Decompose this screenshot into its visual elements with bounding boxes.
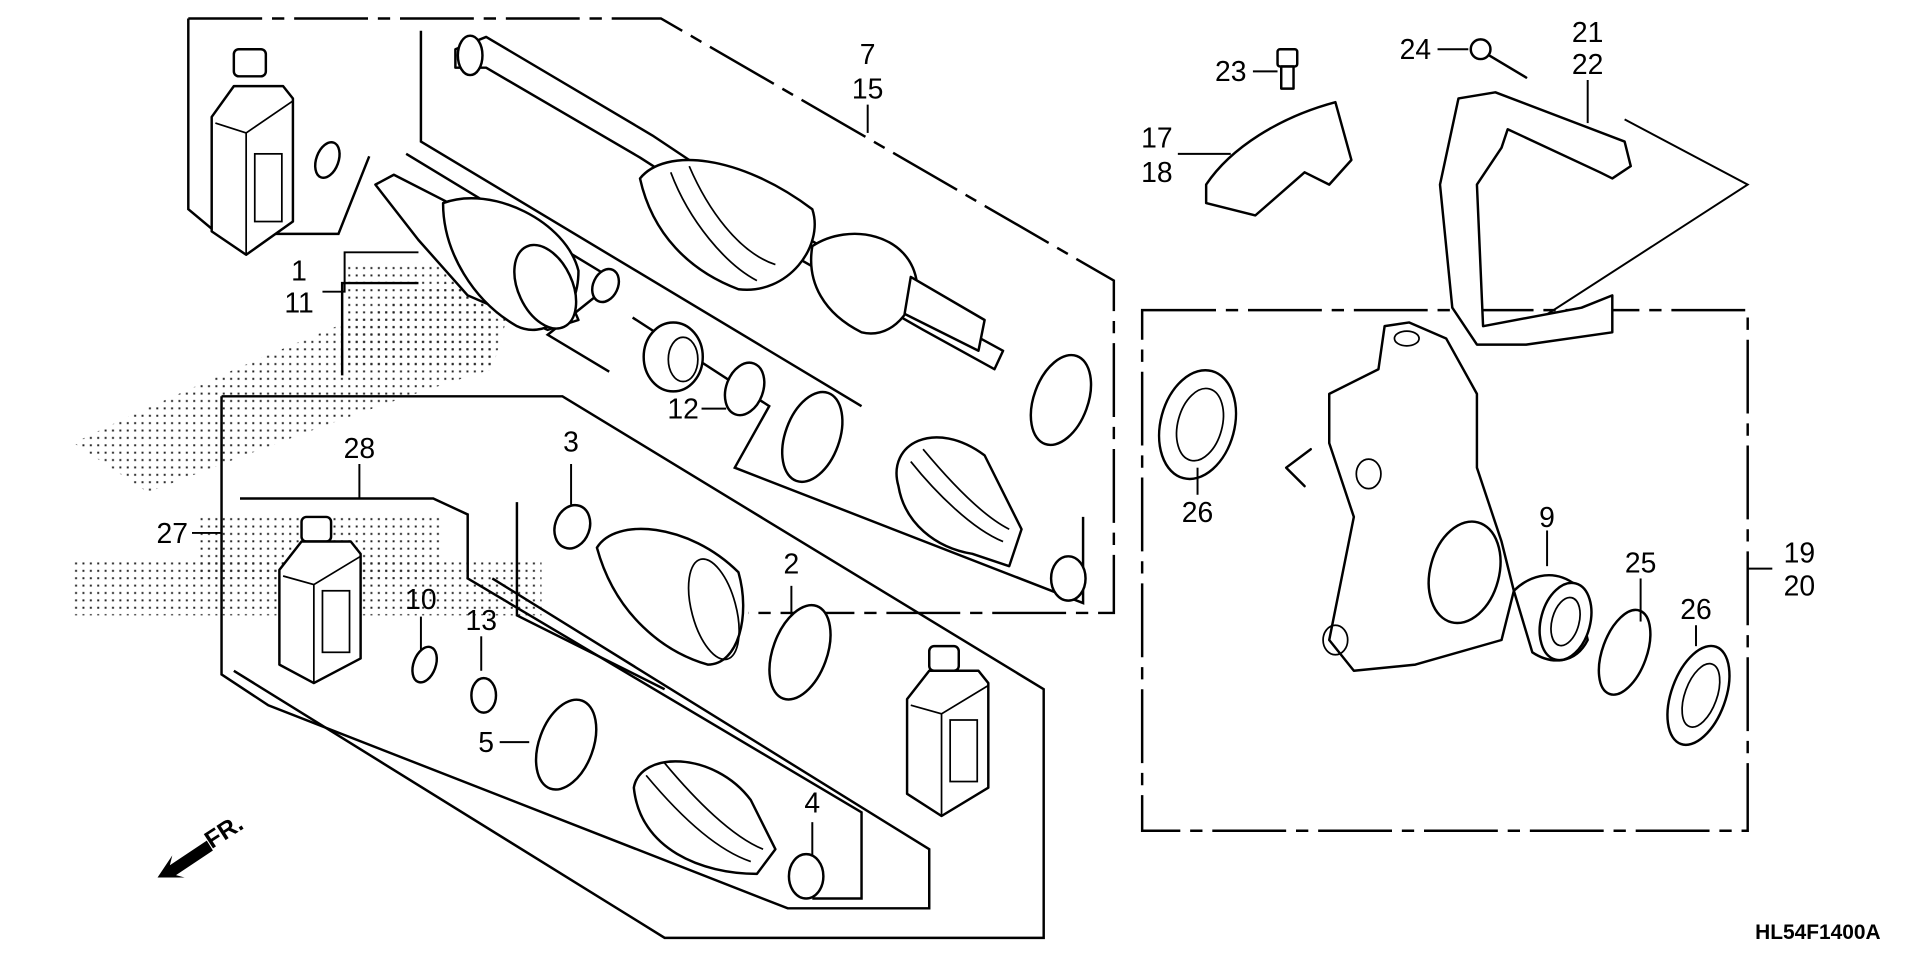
callout-20: 20 (1784, 570, 1815, 602)
boot-band-upper-1 (781, 390, 844, 484)
dust-seal-26a (1157, 369, 1238, 481)
callout-25: 25 (1625, 546, 1656, 578)
callout-18: 18 (1141, 156, 1172, 188)
flange-bolt-23 (1276, 48, 1299, 90)
tripod-joint (642, 321, 704, 393)
callout-26-left: 26 (1182, 496, 1213, 528)
boot-band-5 (534, 698, 598, 791)
callout-28: 28 (344, 432, 375, 464)
cv-boot-upper (895, 436, 1023, 568)
leader-lines (192, 48, 1773, 856)
callout-2: 2 (784, 548, 800, 580)
callout-9: 9 (1539, 501, 1555, 533)
callout-11: 11 (284, 287, 313, 319)
knuckle (1284, 321, 1516, 673)
kit-outline-knuckle (1140, 118, 1750, 832)
splash-guard (1438, 91, 1633, 346)
circlip-1 (313, 141, 341, 179)
callout-17: 17 (1141, 122, 1172, 154)
callout-26-right: 26 (1680, 593, 1711, 625)
callout-19: 19 (1784, 536, 1815, 568)
boot-band-upper-2 (1029, 353, 1093, 447)
callout-7: 7 (860, 38, 876, 70)
callout-10: 10 (405, 583, 436, 615)
callout-1: 1 (291, 255, 307, 287)
grease-bottle-2 (278, 515, 362, 685)
boot-band-upper-small (1049, 555, 1087, 602)
snap-ring-25 (1597, 608, 1652, 696)
boot-band-3 (553, 503, 592, 550)
front-direction-arrow: FR. (157, 810, 248, 878)
circlip-10 (411, 645, 439, 684)
dust-seal-26b (1666, 644, 1731, 747)
cv-boot-outer (632, 760, 777, 876)
set-ring-13 (470, 676, 498, 714)
callout-23: 23 (1215, 55, 1246, 87)
hub-bearing (1512, 574, 1593, 662)
callout-21: 21 (1572, 16, 1603, 48)
inner-cv-joint (374, 173, 580, 332)
grease-bottle-1 (210, 48, 295, 256)
grease-bottle-3 (905, 644, 990, 818)
callout-13: 13 (465, 604, 496, 636)
knuckle-shield (1204, 100, 1353, 217)
kit-outline-lower (220, 281, 1045, 940)
screw-24 (1469, 38, 1528, 79)
callout-22: 22 (1572, 48, 1603, 80)
driveshaft (454, 34, 1005, 371)
callout-15: 15 (852, 72, 883, 104)
callouts: 1 11 7 15 12 3 2 5 4 28 27 10 13 23 17 1… (157, 16, 1816, 818)
boot-band-4 (787, 852, 825, 900)
set-ring-12 (723, 361, 766, 417)
callout-27: 27 (157, 517, 188, 549)
cv-boot-inner (595, 527, 745, 666)
callout-12: 12 (667, 392, 698, 424)
boot-band-2 (768, 603, 832, 701)
callout-5: 5 (478, 726, 494, 758)
diagram-code: HL54F1400A (1755, 921, 1881, 944)
callout-24: 24 (1400, 33, 1431, 65)
callout-4: 4 (804, 786, 820, 818)
arrow-icon (157, 840, 213, 878)
circlip-2 (590, 267, 621, 304)
callout-3: 3 (563, 426, 579, 458)
